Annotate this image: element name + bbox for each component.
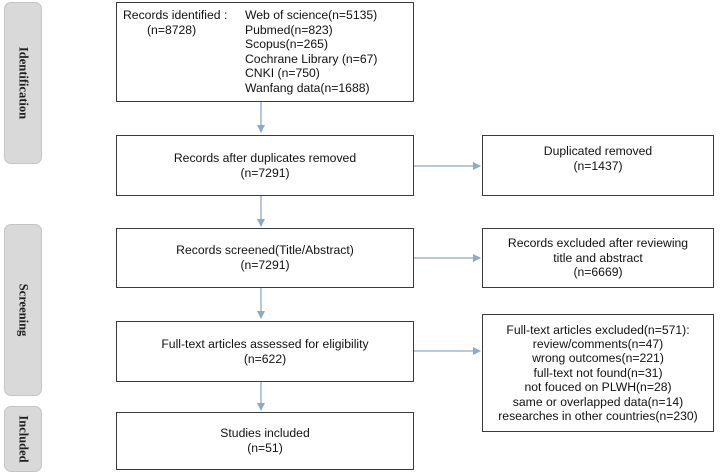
studies-included-box: Studies included (n=51): [116, 412, 414, 470]
excluded-screening-box: Records excluded after reviewing title a…: [482, 228, 714, 288]
excluded-screening-count: (n=6669): [573, 265, 623, 280]
after-duplicates-box: Records after duplicates removed (n=7291…: [116, 135, 414, 196]
excluded-screening-line: title and abstract: [553, 250, 643, 265]
fulltext-excluded-heading: Full-text articles excluded(n=571):: [506, 322, 690, 337]
studies-included-title: Studies included: [220, 426, 310, 441]
exclusion-reason: same or overlapped data(n=14): [512, 394, 684, 409]
stage-included: Included: [4, 406, 42, 472]
exclusion-reason: wrong outcomes(n=221): [532, 351, 664, 366]
exclusion-reason: not fouced on PLWH(n=28): [524, 380, 672, 395]
exclusion-reason: full-text not found(n=31): [533, 365, 663, 380]
after-duplicates-title: Records after duplicates removed: [173, 150, 357, 165]
duplicates-removed-box: Duplicated removed (n=1437): [482, 135, 714, 196]
records-identified-label: Records identified :: [123, 8, 228, 22]
studies-included-count: (n=51): [247, 441, 283, 455]
source-item: Scopus(n=265): [245, 37, 328, 52]
source-list: Web of science(n=5135) Pubmed(n=823) Sco…: [245, 8, 377, 96]
source-item: CNKI (n=750): [245, 66, 320, 81]
excluded-screening-line: Records excluded after reviewing: [507, 236, 689, 251]
fulltext-excluded-box: Full-text articles excluded(n=571): revi…: [482, 314, 714, 432]
records-identified-box: Records identified : (n=8728) Web of sci…: [116, 2, 414, 102]
exclusion-reason: review/comments(n=47): [532, 336, 664, 351]
stage-screening: Screening: [4, 224, 42, 396]
records-screened-count: (n=7291): [240, 258, 290, 272]
duplicates-removed-count: (n=1437): [573, 158, 623, 173]
records-identified-count: (n=8728): [147, 23, 197, 37]
records-screened-title: Records screened(Title/Abstract): [176, 243, 354, 258]
source-item: Wanfang data(n=1688): [245, 80, 370, 95]
records-screened-box: Records screened(Title/Abstract) (n=7291…: [116, 228, 414, 288]
source-item: Pubmed(n=823): [245, 22, 333, 37]
duplicates-removed-title: Duplicated removed: [543, 144, 653, 158]
exclusion-reason: researches in other countries(n=230): [498, 409, 698, 424]
fulltext-assessed-count: (n=622): [243, 351, 287, 366]
fulltext-assessed-title: Full-text articles assessed for eligibil…: [161, 336, 369, 351]
stage-identification: Identification: [4, 2, 42, 164]
source-item: Web of science(n=5135): [245, 8, 378, 22]
after-duplicates-count: (n=7291): [240, 165, 290, 180]
source-item: Cochrane Library (n=67): [245, 51, 378, 66]
fulltext-assessed-box: Full-text articles assessed for eligibil…: [116, 321, 414, 382]
